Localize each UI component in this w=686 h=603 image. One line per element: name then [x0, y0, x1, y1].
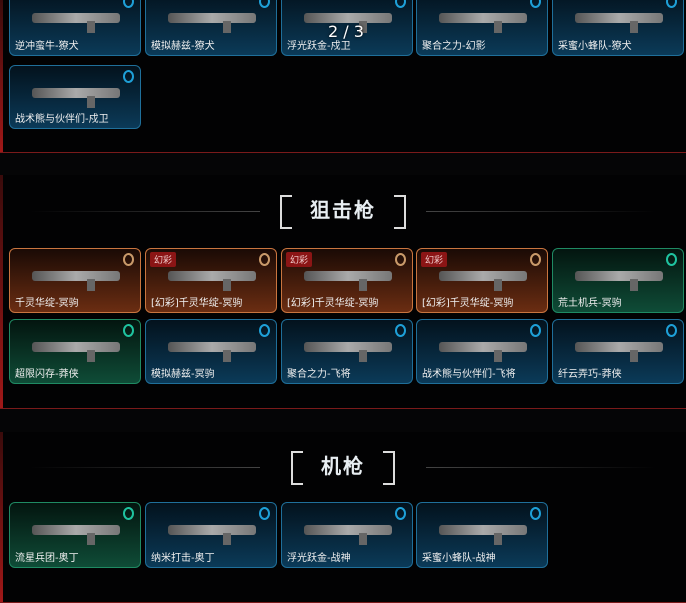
skin-name: [幻彩]千灵华绽-冥驹 [151, 298, 243, 309]
skin-card[interactable]: 纳米打击-奥丁 [145, 502, 277, 568]
weapon-image [304, 342, 392, 362]
skin-name: 模拟赫兹-冥驹 [151, 369, 215, 380]
rarity-icon [666, 253, 677, 266]
rarity-icon [530, 0, 541, 8]
weapon-image [439, 525, 527, 545]
weapon-image [439, 13, 527, 33]
variant-tag: 幻彩 [286, 252, 313, 267]
rarity-icon [123, 324, 134, 337]
skin-card[interactable]: 采蜜小蜂队-战神 [416, 502, 548, 568]
weapon-image [168, 342, 256, 362]
skin-card[interactable]: 幻彩 [幻彩]千灵华绽-冥驹 [416, 248, 548, 313]
rarity-icon [123, 0, 134, 8]
rarity-icon [123, 253, 134, 266]
rarity-icon [666, 0, 677, 8]
weapon-image [168, 13, 256, 33]
weapon-image [304, 525, 392, 545]
rarity-icon [395, 507, 406, 520]
weapon-image [304, 13, 392, 33]
skin-name: 浮光跃金-战神 [287, 553, 351, 564]
variant-tag: 幻彩 [150, 252, 177, 267]
skin-card[interactable]: 浮光跃金-戍卫 [281, 0, 413, 56]
skin-name: [幻彩]千灵华绽-冥驹 [287, 298, 379, 309]
skin-card[interactable]: 战术熊与伙伴们-飞将 [416, 319, 548, 384]
skin-card[interactable]: 流星兵团-奥丁 [9, 502, 141, 568]
weapon-image [575, 342, 663, 362]
skin-card[interactable]: 幻彩 [幻彩]千灵华绽-冥驹 [145, 248, 277, 313]
skin-card[interactable]: 采蜜小蜂队-獠犬 [552, 0, 684, 56]
bracket-left [291, 450, 303, 485]
skin-name: 纳米打击-奥丁 [151, 553, 215, 564]
skin-card[interactable]: 幻彩 [幻彩]千灵华绽-冥驹 [281, 248, 413, 313]
rarity-icon [666, 324, 677, 337]
page-indicator: 2 / 3 [328, 22, 364, 41]
weapon-image [32, 88, 120, 108]
skin-name: 战术熊与伙伴们-戍卫 [15, 114, 109, 125]
weapon-image [32, 525, 120, 545]
rarity-icon [259, 253, 270, 266]
skin-card[interactable]: 超限闪存-莽侠 [9, 319, 141, 384]
section-title-sniper: 狙击枪 [0, 194, 686, 229]
mg-title-text: 机枪 [321, 454, 365, 478]
skin-name: 纤云弄巧-莽侠 [558, 369, 622, 380]
skin-card[interactable]: 模拟赫兹-冥驹 [145, 319, 277, 384]
weapon-image [168, 525, 256, 545]
skin-card[interactable]: 纤云弄巧-莽侠 [552, 319, 684, 384]
rarity-icon [530, 253, 541, 266]
weapon-image [304, 271, 392, 291]
skin-name: 战术熊与伙伴们-飞将 [422, 369, 516, 380]
weapon-image [32, 271, 120, 291]
skin-card[interactable]: 战术熊与伙伴们-戍卫 [9, 65, 141, 129]
sniper-title-text: 狙击枪 [310, 198, 376, 222]
weapon-image [32, 342, 120, 362]
bracket-right [394, 194, 406, 229]
skin-card[interactable]: 逆冲蛮牛-獠犬 [9, 0, 141, 56]
skin-name: 聚合之力-飞将 [287, 369, 351, 380]
skin-name: 采蜜小蜂队-獠犬 [558, 41, 632, 52]
section-title-mg: 机枪 [0, 450, 686, 485]
rarity-icon [259, 324, 270, 337]
skin-name: 超限闪存-莽侠 [15, 369, 79, 380]
skin-name: 采蜜小蜂队-战神 [422, 553, 496, 564]
variant-tag: 幻彩 [421, 252, 448, 267]
rarity-icon [530, 507, 541, 520]
rarity-icon [123, 70, 134, 83]
rarity-icon [259, 0, 270, 8]
skin-card[interactable]: 聚合之力-幻影 [416, 0, 548, 56]
rarity-icon [395, 0, 406, 8]
skin-name: 聚合之力-幻影 [422, 41, 486, 52]
skin-name: 荒土机兵-冥驹 [558, 298, 622, 309]
rarity-icon [530, 324, 541, 337]
weapon-image [439, 271, 527, 291]
skin-name: 流星兵团-奥丁 [15, 553, 79, 564]
bracket-right [383, 450, 395, 485]
weapon-image [439, 342, 527, 362]
weapon-image [575, 271, 663, 291]
skin-card[interactable]: 千灵华绽-冥驹 [9, 248, 141, 313]
skin-name: [幻彩]千灵华绽-冥驹 [422, 298, 514, 309]
rarity-icon [395, 253, 406, 266]
skin-name: 千灵华绽-冥驹 [15, 298, 79, 309]
skin-card[interactable]: 浮光跃金-战神 [281, 502, 413, 568]
weapon-image [32, 13, 120, 33]
rarity-icon [123, 507, 134, 520]
rarity-icon [259, 507, 270, 520]
weapon-image [575, 13, 663, 33]
bracket-left [280, 194, 292, 229]
skin-card[interactable]: 模拟赫兹-獠犬 [145, 0, 277, 56]
skin-card[interactable]: 荒土机兵-冥驹 [552, 248, 684, 313]
skin-name: 浮光跃金-戍卫 [287, 41, 351, 52]
skin-name: 逆冲蛮牛-獠犬 [15, 41, 79, 52]
weapon-image [168, 271, 256, 291]
skin-name: 模拟赫兹-獠犬 [151, 41, 215, 52]
rarity-icon [395, 324, 406, 337]
skin-card[interactable]: 聚合之力-飞将 [281, 319, 413, 384]
